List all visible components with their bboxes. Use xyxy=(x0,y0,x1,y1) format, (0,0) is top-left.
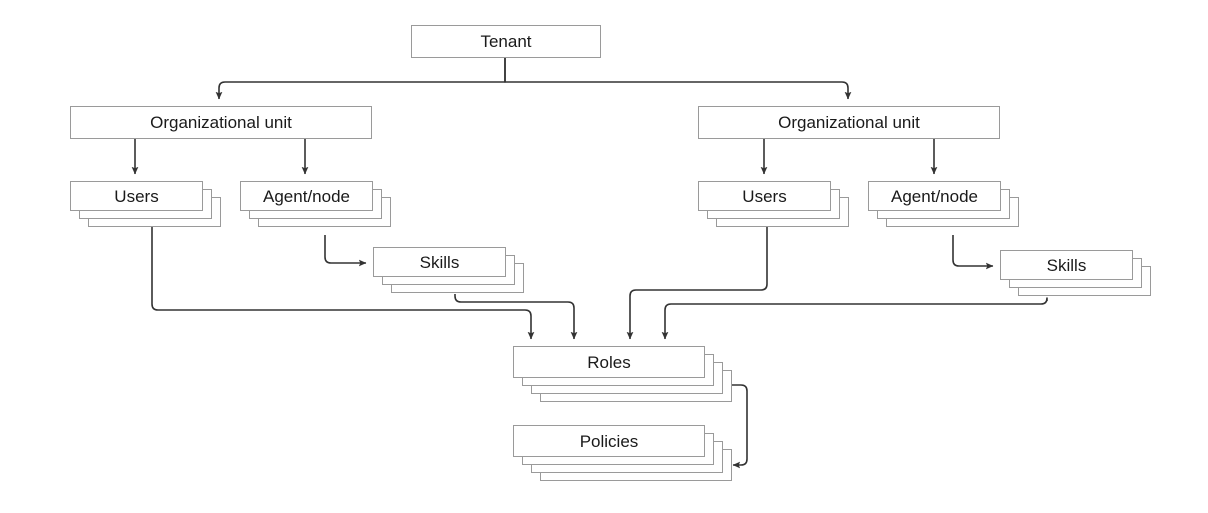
edge-agentleft-skills xyxy=(324,235,367,267)
node-skills-right-label: Skills xyxy=(1046,255,1087,275)
node-skills-right[interactable]: Skills xyxy=(1000,250,1151,298)
node-skills-left-label: Skills xyxy=(419,252,460,272)
node-org-unit-right[interactable]: Organizational unit xyxy=(698,106,1000,139)
node-tenant[interactable]: Tenant xyxy=(411,25,601,58)
edge-skillsleft-roles xyxy=(454,294,578,340)
node-org-unit-left-face: Organizational unit xyxy=(70,106,372,139)
node-roles-label: Roles xyxy=(587,352,631,372)
node-skills-left[interactable]: Skills xyxy=(373,247,524,295)
node-tenant-label: Tenant xyxy=(480,32,532,51)
node-policies-face: Policies xyxy=(513,425,705,457)
node-skills-left-face: Skills xyxy=(373,247,506,277)
edge-agentright-skills xyxy=(952,235,994,270)
node-roles[interactable]: Roles xyxy=(513,346,732,406)
node-policies-label: Policies xyxy=(579,431,639,451)
node-users-left-face: Users xyxy=(70,181,203,211)
node-users-left-label: Users xyxy=(114,186,159,206)
node-agent-node-left-face: Agent/node xyxy=(240,181,373,211)
node-org-unit-right-face: Organizational unit xyxy=(698,106,1000,139)
node-users-left[interactable]: Users xyxy=(70,181,221,231)
node-org-unit-right-label: Organizational unit xyxy=(778,113,920,132)
edge-skillsright-roles xyxy=(661,297,1048,340)
node-agent-node-left[interactable]: Agent/node xyxy=(240,181,391,231)
node-agent-node-right-label: Agent/node xyxy=(891,186,978,206)
node-users-right-label: Users xyxy=(742,186,787,206)
node-users-right[interactable]: Users xyxy=(698,181,849,231)
node-roles-face: Roles xyxy=(513,346,705,378)
node-skills-right-face: Skills xyxy=(1000,250,1133,280)
node-org-unit-left-label: Organizational unit xyxy=(150,113,292,132)
node-agent-node-right[interactable]: Agent/node xyxy=(868,181,1019,231)
edge-roles-policies xyxy=(721,384,748,469)
edge-usersleft-roles xyxy=(151,227,535,340)
node-agent-node-right-face: Agent/node xyxy=(868,181,1001,211)
node-agent-node-left-label: Agent/node xyxy=(263,186,350,206)
node-org-unit-left[interactable]: Organizational unit xyxy=(70,106,372,139)
edge-usersright-roles xyxy=(626,227,768,340)
edge-tenant-orgleft xyxy=(215,58,506,100)
node-policies[interactable]: Policies xyxy=(513,425,732,485)
node-users-right-face: Users xyxy=(698,181,831,211)
node-tenant-face: Tenant xyxy=(411,25,601,58)
edge-tenant-orgright xyxy=(504,58,852,100)
